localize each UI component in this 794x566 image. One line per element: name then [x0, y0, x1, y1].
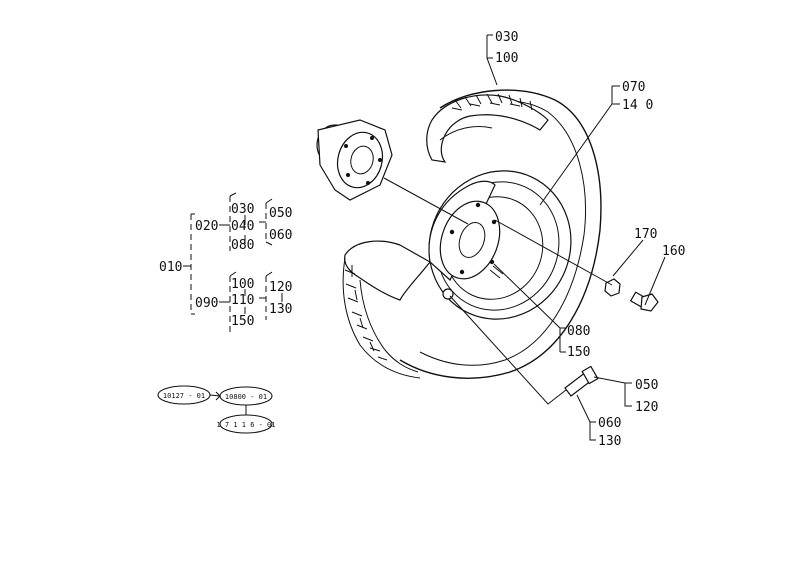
tire-drawing: [342, 89, 602, 379]
tree-item-150: 150: [231, 314, 254, 329]
nut-drawing: [604, 278, 621, 297]
tree-item-110: 110: [231, 293, 254, 308]
leader-lines: [383, 34, 666, 441]
tree-sub-060: 060: [269, 228, 292, 243]
callout-080: 080: [567, 324, 590, 339]
code-references: 10127 - 01 10800 - 01 1 7 1 1 6 - 01: [157, 385, 276, 434]
assembly-tree: 010 020 030 040 080 050 060 090 100 110 …: [159, 192, 292, 332]
callout-140: 14 0: [622, 98, 653, 113]
callout-100: 100: [495, 51, 518, 66]
tree-sub-050: 050: [269, 206, 292, 221]
bolt-drawing: [629, 291, 659, 312]
tree-item-080: 080: [231, 238, 254, 253]
tree-group-020: 020: [195, 219, 218, 234]
callout-160: 160: [662, 244, 685, 259]
hub-drawing: [316, 119, 393, 201]
callout-120: 120: [635, 400, 658, 415]
code-a: 10127 - 01: [163, 392, 205, 400]
tree-sub-130: 130: [269, 302, 292, 317]
callout-030: 030: [495, 30, 518, 45]
callout-070: 070: [622, 80, 645, 95]
code-c: 1 7 1 1 6 - 01: [216, 421, 275, 429]
callout-150: 150: [567, 345, 590, 360]
callout-170: 170: [634, 227, 657, 242]
tree-group-090: 090: [195, 296, 218, 311]
tree-item-040: 040: [231, 219, 254, 234]
tree-item-030: 030: [231, 202, 254, 217]
tree-root: 010: [159, 260, 182, 275]
rim-drawing: [428, 170, 572, 320]
callout-130: 130: [598, 434, 621, 449]
code-b: 10800 - 01: [225, 393, 267, 401]
callout-060: 060: [598, 416, 621, 431]
callout-050: 050: [635, 378, 658, 393]
tree-sub-120: 120: [269, 280, 292, 295]
valve-drawing: [564, 365, 599, 397]
tree-item-100: 100: [231, 277, 254, 292]
callout-labels: 030 100 070 14 0 170 160 080 150 050 120…: [495, 30, 685, 449]
